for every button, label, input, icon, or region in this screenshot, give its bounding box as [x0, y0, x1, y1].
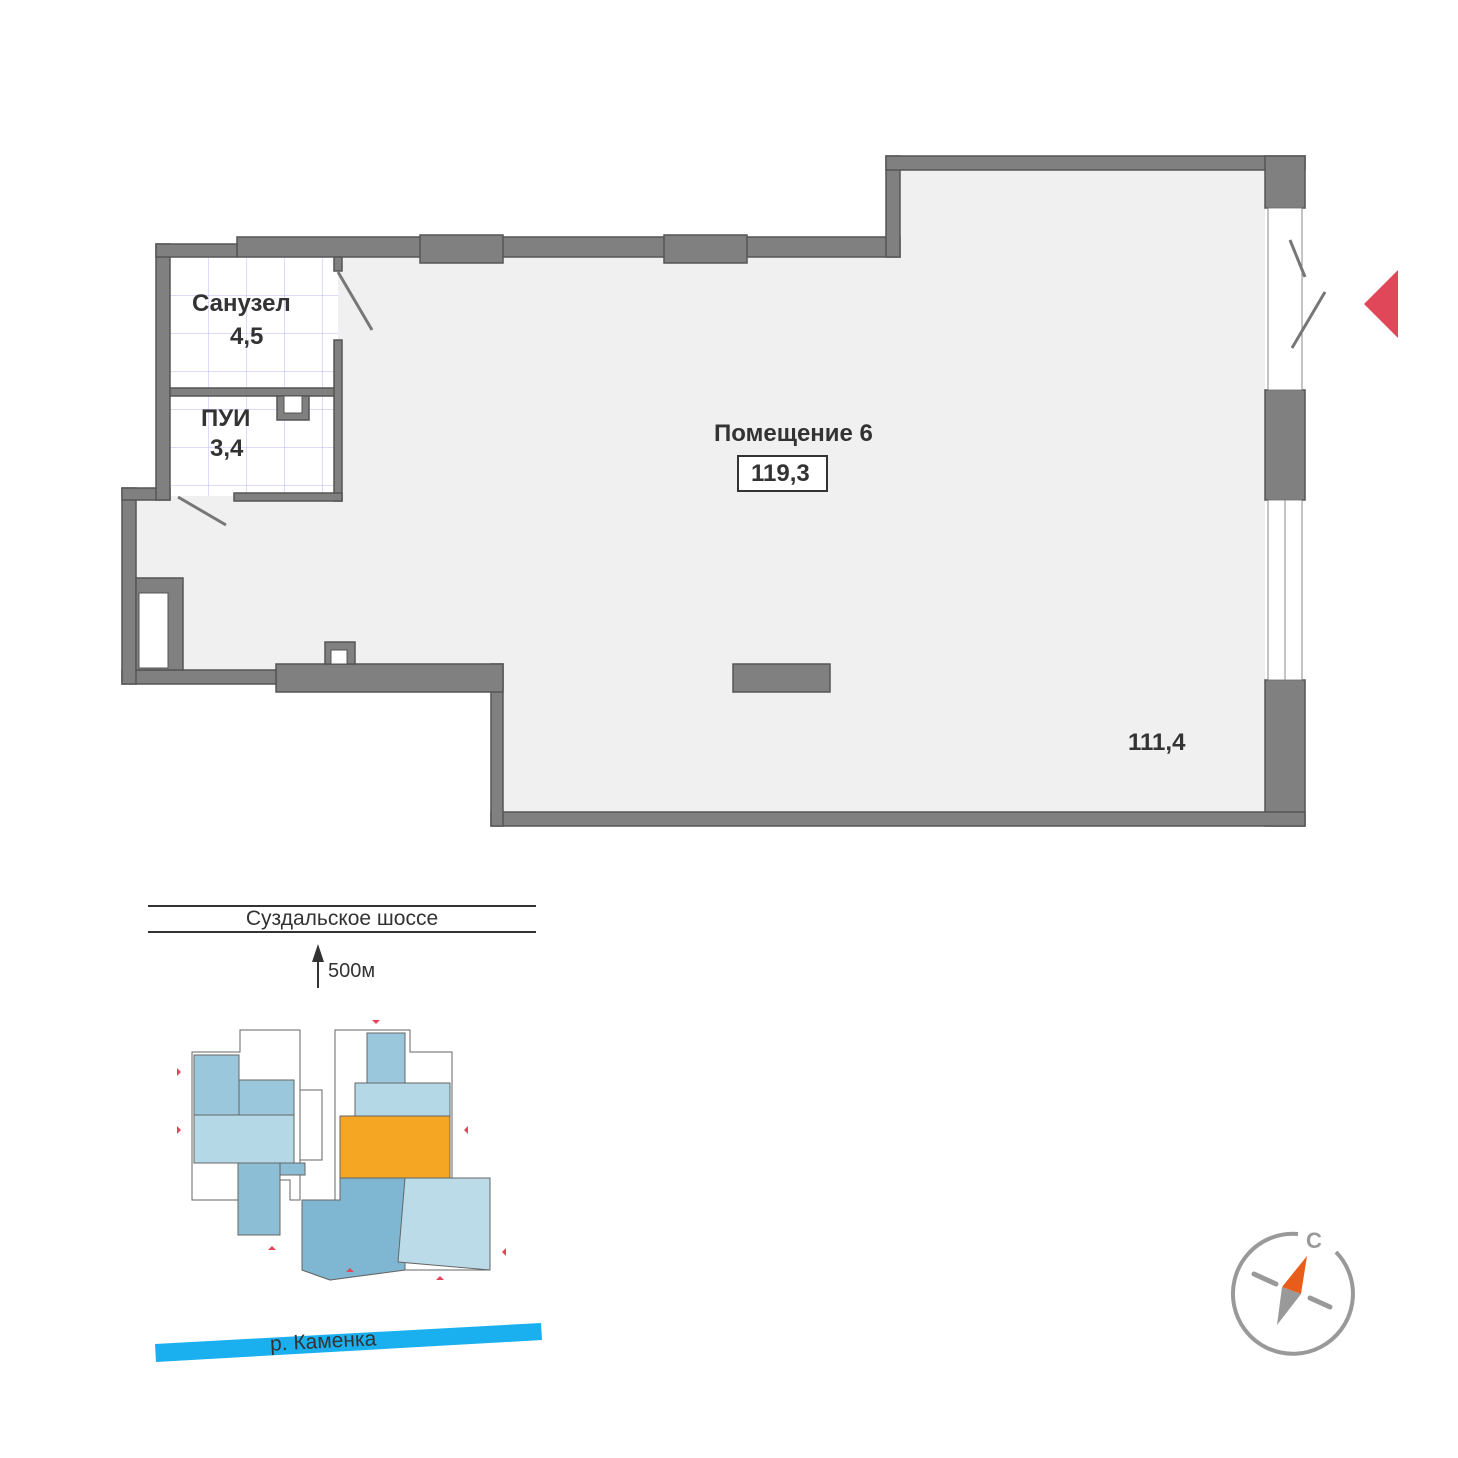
compass-north-letter: С: [1306, 1228, 1322, 1253]
room-name-utility: ПУИ: [201, 405, 251, 432]
street-name: Суздальское шоссе: [148, 905, 536, 933]
room-area-main: 111,4: [1128, 729, 1186, 756]
doors: [177, 239, 1327, 527]
distance-label: 500м: [328, 960, 376, 982]
river: [155, 1323, 542, 1362]
windows: [1267, 207, 1303, 681]
arrow-up-icon: [312, 944, 324, 988]
room-area-utility: 3,4: [210, 435, 244, 462]
view-direction-marker: [1364, 270, 1398, 338]
entrance-markers: [177, 1020, 506, 1280]
total-area-box: [737, 455, 828, 492]
room-area-bathroom: 4,5: [230, 323, 264, 350]
bathroom-floor: [170, 257, 338, 388]
compass-icon: [1231, 1231, 1355, 1356]
building-minimap: [191, 1029, 491, 1281]
utility-room-floor: [170, 396, 335, 496]
total-area: 119,3: [751, 460, 810, 487]
selected-unit: [339, 1115, 451, 1179]
main-room-floor: [136, 170, 1265, 812]
room-name-bathroom: Санузел: [192, 290, 291, 317]
room-name-main: Помещение 6: [714, 420, 873, 447]
walls: [121, 155, 1306, 827]
